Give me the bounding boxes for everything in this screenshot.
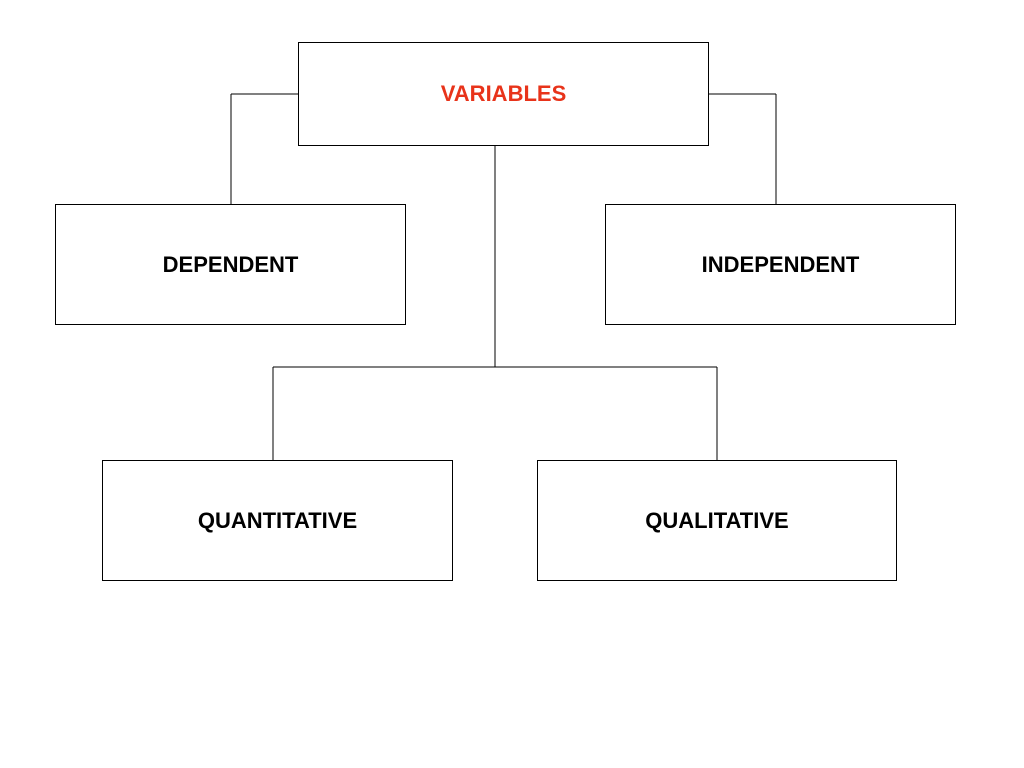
dependent-label: DEPENDENT bbox=[162, 251, 299, 277]
independent-label: INDEPENDENT bbox=[701, 251, 860, 277]
quantitative-node: QUANTITATIVE bbox=[102, 460, 453, 581]
quantitative-label: QUANTITATIVE bbox=[197, 507, 358, 533]
variables-label: VARIABLES bbox=[440, 81, 567, 106]
dependent-node: DEPENDENT bbox=[55, 204, 406, 325]
qualitative-node: QUALITATIVE bbox=[537, 460, 897, 581]
variables-node: VARIABLES bbox=[298, 42, 709, 146]
independent-node: INDEPENDENT bbox=[605, 204, 956, 325]
qualitative-label: QUALITATIVE bbox=[645, 507, 789, 533]
